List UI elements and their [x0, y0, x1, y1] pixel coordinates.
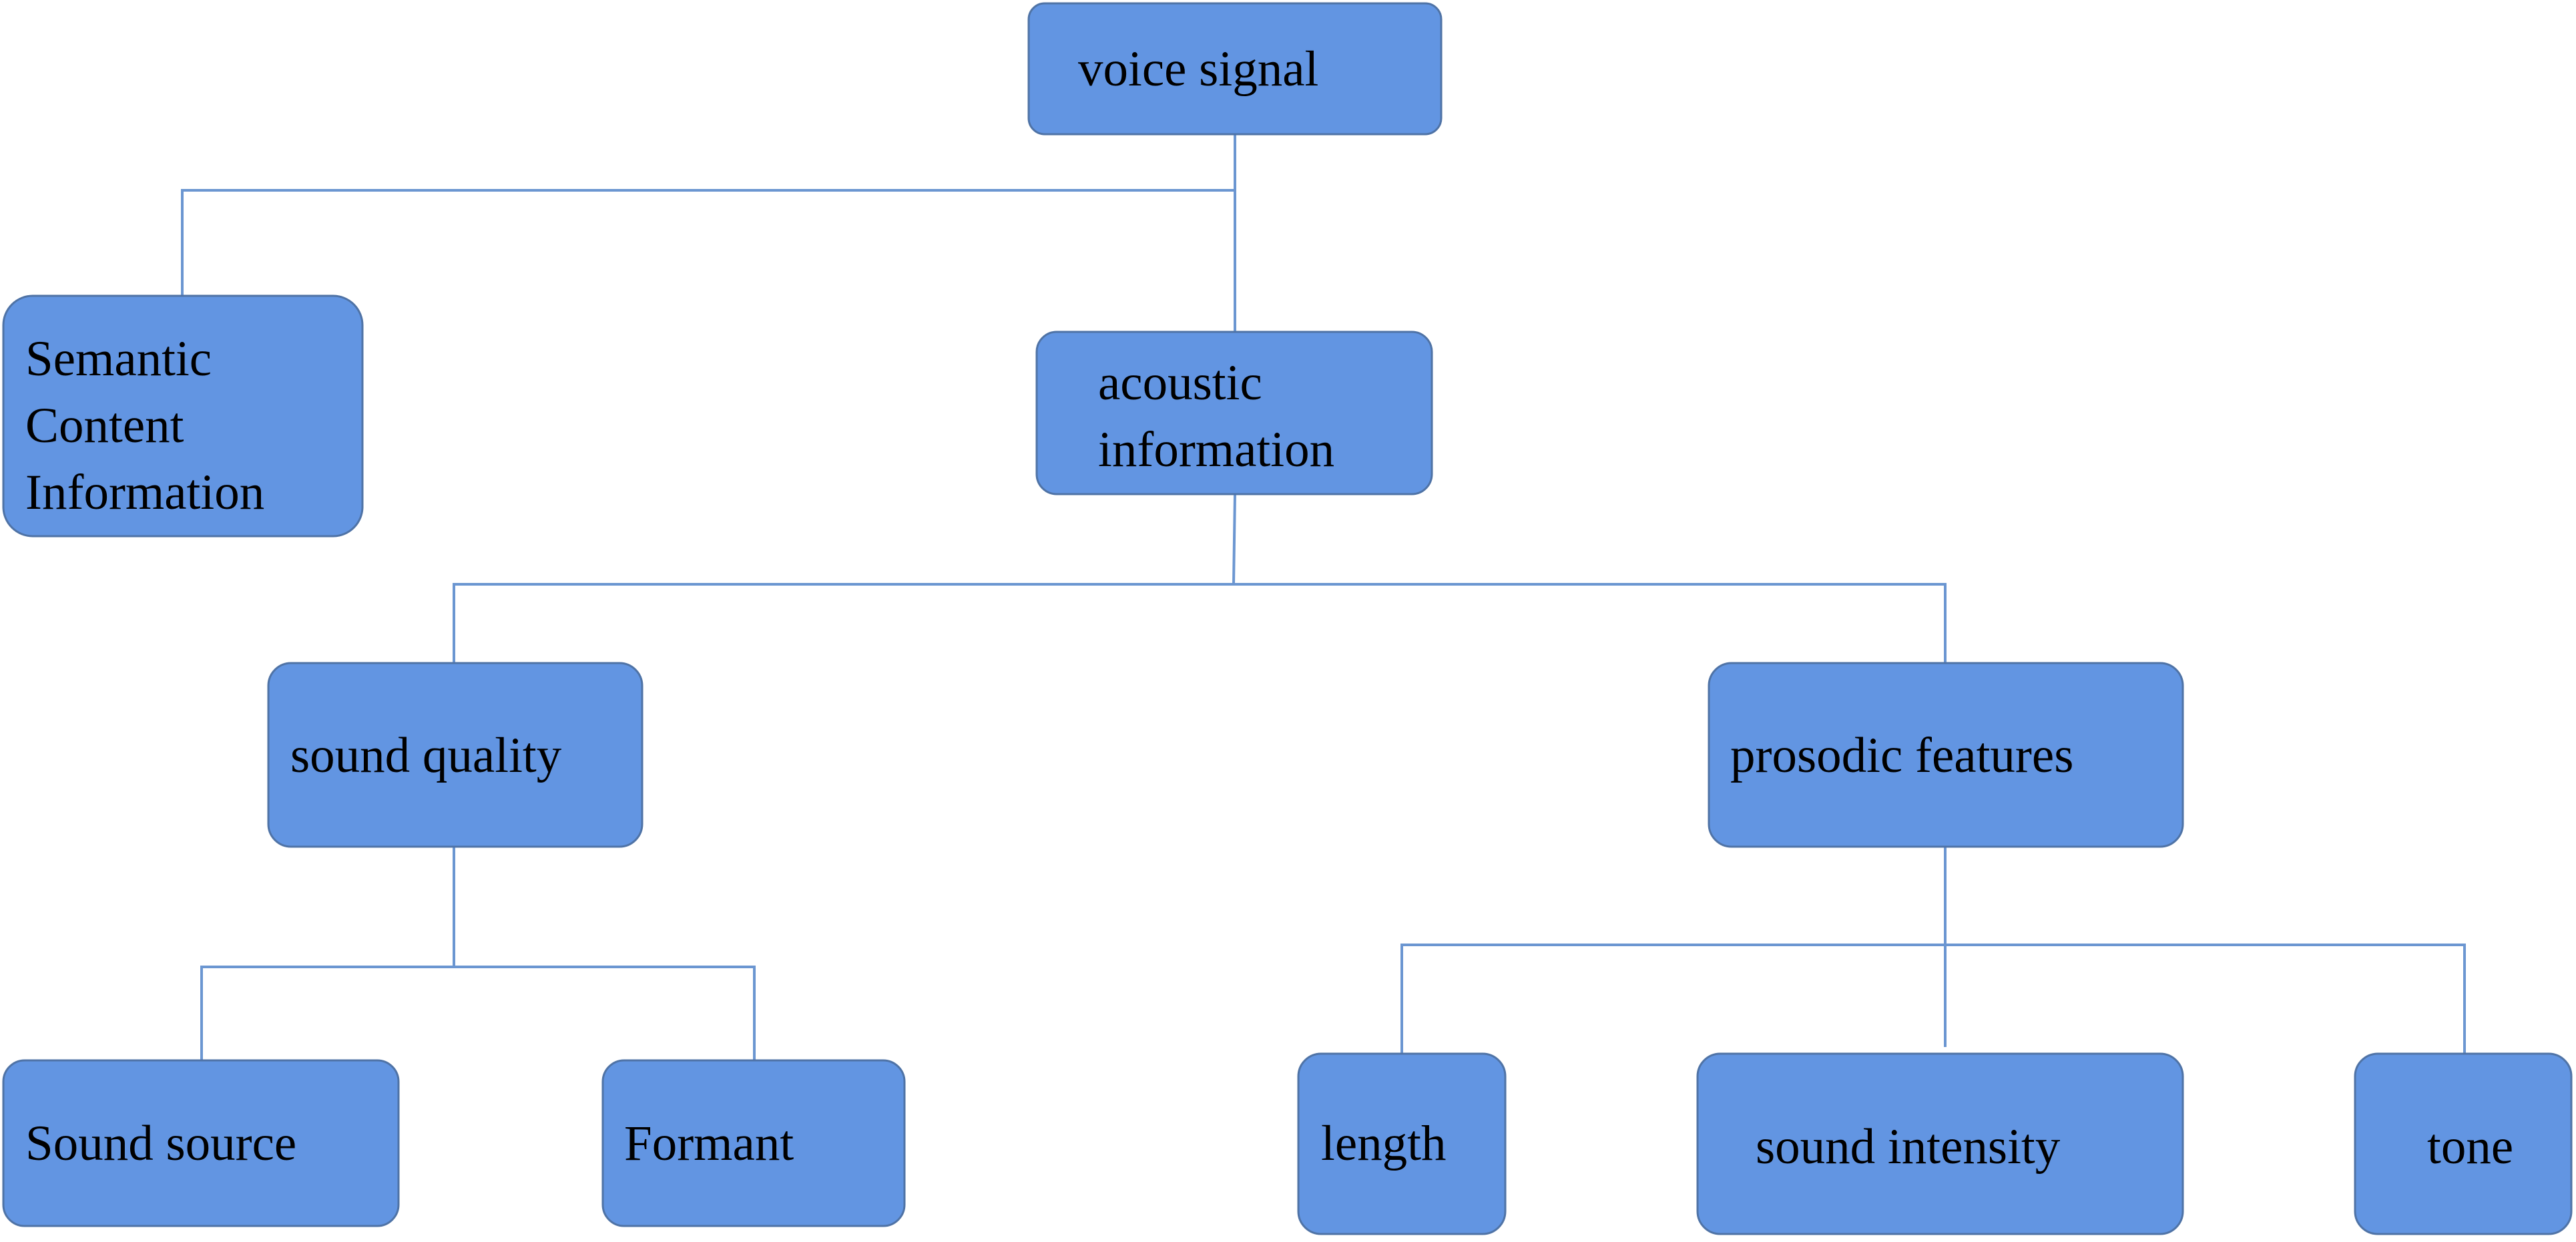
node-box [267, 662, 643, 848]
node-label: Semantic Content Information [25, 331, 264, 520]
node-label: acoustic information [1098, 355, 1334, 477]
node-box [1035, 331, 1433, 495]
node-box [1027, 2, 1443, 136]
node-length: length [1297, 1052, 1507, 1235]
node-label: prosodic features [1730, 728, 2073, 783]
connector-acoustic-trunk [1232, 493, 1236, 585]
node-label-line: information [1098, 422, 1334, 477]
node-label-line: Information [25, 465, 264, 520]
node-box [2, 1059, 400, 1227]
connector-acoustic-branch [453, 583, 1947, 663]
node-label: sound quality [290, 728, 562, 783]
node-label-line: Content [25, 398, 184, 453]
node-box [1708, 662, 2184, 848]
node-formant: Formant [601, 1059, 906, 1227]
node-label: voice signal [1078, 41, 1318, 97]
node-prosodic-features: prosodic features [1708, 662, 2184, 848]
node-label-line: Semantic [25, 331, 212, 387]
node-box [2354, 1052, 2573, 1235]
node-sound-quality: sound quality [267, 662, 643, 848]
node-voice-signal: voice signal [1027, 2, 1443, 136]
node-sound-intensity: sound intensity [1696, 1052, 2184, 1235]
node-label: length [1321, 1116, 1446, 1171]
connector-sound-quality-branch [200, 966, 756, 1060]
node-semantic-content-information: Semantic Content Information [2, 294, 364, 538]
node-box [2, 294, 364, 538]
node-tone: tone [2354, 1052, 2573, 1235]
node-label: sound intensity [1756, 1119, 2061, 1175]
node-label: tone [2427, 1119, 2513, 1175]
connectors [181, 135, 2466, 1060]
node-label: Sound source [25, 1116, 296, 1171]
node-box [1696, 1052, 2184, 1235]
connector-voice-signal-to-semantic [181, 189, 1235, 296]
node-sound-source: Sound source [2, 1059, 400, 1227]
node-box [1297, 1052, 1507, 1235]
node-box [601, 1059, 906, 1227]
node-acoustic-information: acoustic information [1035, 331, 1433, 495]
node-label: Formant [624, 1116, 794, 1171]
connector-prosodic-branch [1400, 944, 2466, 1054]
node-label-line: acoustic [1098, 355, 1262, 411]
